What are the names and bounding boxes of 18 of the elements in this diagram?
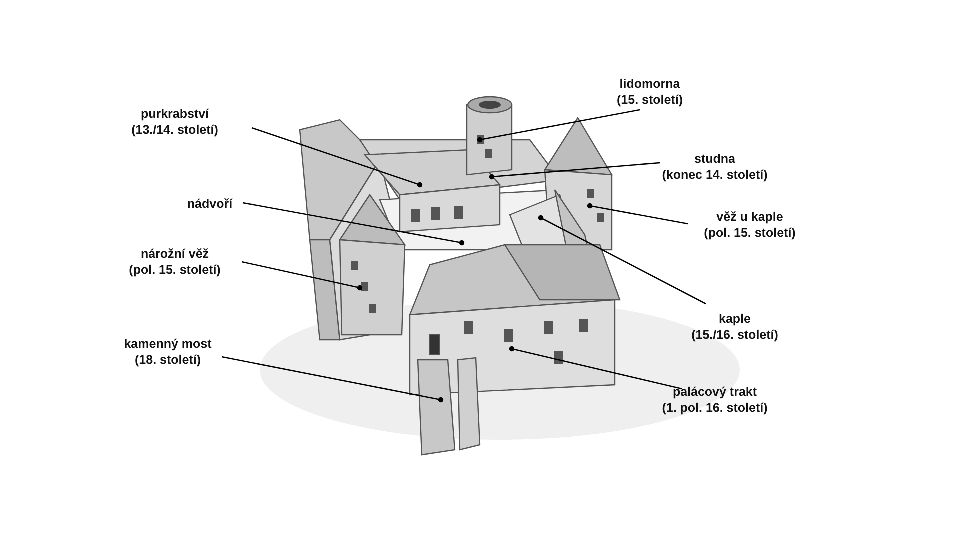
leader-line: [242, 202, 465, 246]
callout-label: kamenný most (18. století): [108, 336, 228, 368]
leader-line: [538, 215, 706, 305]
callout-label: nárožní věž (pol. 15. století): [110, 246, 240, 278]
leader-line: [509, 346, 682, 390]
callout-label: lidomorna (15. století): [595, 76, 705, 108]
leader-line: [587, 203, 688, 225]
callout-label: studna (konec 14. století): [640, 151, 790, 183]
callout-label: věž u kaple (pol. 15. století): [690, 209, 810, 241]
callout-label: purkrabství (13./14. století): [100, 106, 250, 138]
leader-line: [252, 127, 423, 188]
leader-line: [222, 356, 444, 403]
leader-line: [477, 109, 640, 143]
callout-label: kaple (15./16. století): [690, 311, 780, 343]
leader-line: [242, 261, 363, 291]
leader-line: [489, 162, 660, 180]
callout-label: palácový trakt (1. pol. 16. století): [640, 384, 790, 416]
callout-label: nádvoří: [180, 196, 240, 212]
